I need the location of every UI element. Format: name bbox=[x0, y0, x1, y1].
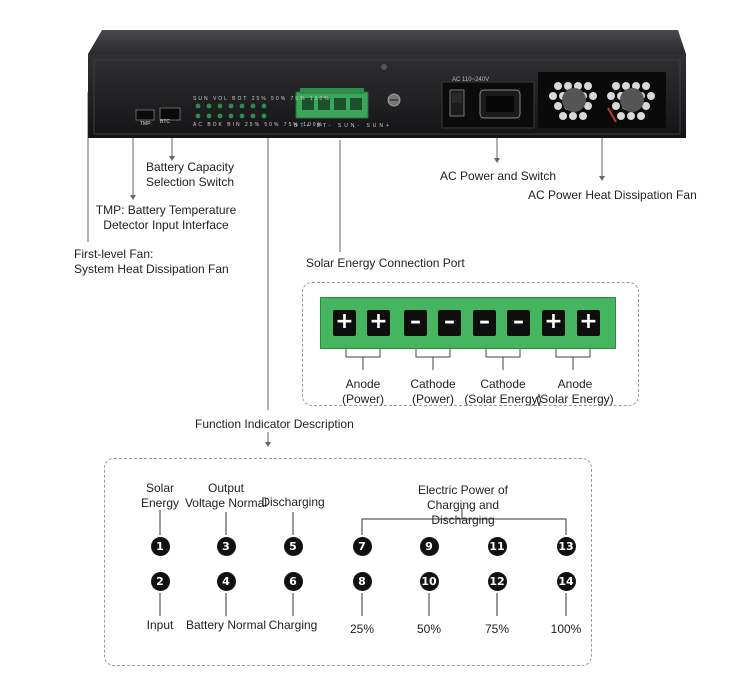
power-group-label: Electric Power of Charging and Dischargi… bbox=[417, 483, 509, 527]
led-grid bbox=[195, 103, 267, 119]
indicator-badge-3: 3 bbox=[216, 537, 236, 556]
indicator-bottom-label-7: 100% bbox=[550, 622, 582, 636]
btc-tag: BTC bbox=[160, 119, 170, 125]
terminal-5: – bbox=[473, 310, 496, 336]
solar-port-box bbox=[302, 282, 639, 406]
indicator-bottom-label-4: 25% bbox=[349, 622, 375, 636]
indicator-bottom-label-2: Battery Normal bbox=[185, 618, 267, 632]
solar-port-title: Solar Energy Connection Port bbox=[306, 256, 465, 270]
indicator-badge-13: 13 bbox=[556, 537, 576, 556]
group-label-cathode-power: Cathode (Power) bbox=[410, 377, 456, 406]
indicator-badge-6: 6 bbox=[283, 572, 303, 591]
indicator-badge-12: 12 bbox=[487, 572, 507, 591]
indicator-bottom-label-5: 50% bbox=[416, 622, 442, 636]
group-label-cathode-solar: Cathode (Solar Energy) bbox=[464, 377, 542, 406]
indicator-badge-5: 5 bbox=[283, 537, 303, 556]
terminal-4: – bbox=[438, 310, 461, 336]
indicator-badge-7: 7 bbox=[352, 537, 372, 556]
indicator-badge-10: 10 bbox=[419, 572, 439, 591]
terminal-tags: BT+ BT- SUN- SUN+ bbox=[294, 123, 392, 129]
indicator-bottom-label-3: Charging bbox=[268, 618, 318, 632]
terminal-3: – bbox=[404, 310, 427, 336]
terminal-7: + bbox=[542, 310, 565, 336]
indicator-badge-14: 14 bbox=[556, 572, 576, 591]
tmp-tag: TMP bbox=[140, 121, 151, 127]
indicator-badge-1: 1 bbox=[150, 537, 170, 556]
indicator-badge-8: 8 bbox=[352, 572, 372, 591]
function-indicator-box bbox=[104, 458, 592, 666]
indicator-top-label-2: Output Voltage Normal bbox=[184, 481, 268, 510]
ac-power-switch-label: AC Power and Switch bbox=[440, 169, 557, 183]
first-level-fan-label: First-level Fan: System Heat Dissipation… bbox=[74, 247, 229, 276]
indicator-bottom-label-1: Input bbox=[146, 618, 174, 632]
led-row-bottom-labels: AC BOK BIN 25% 50% 75% 100% bbox=[193, 122, 324, 128]
ac-rating: AC 110~240V bbox=[452, 77, 490, 83]
fan-grille bbox=[538, 72, 666, 128]
battery-capacity-label: Battery Capacity Selection Switch bbox=[145, 160, 235, 189]
terminal-1: + bbox=[333, 310, 356, 336]
indicator-top-label-3: Discharging bbox=[261, 495, 325, 509]
ac-heat-fan-label: AC Power Heat Dissipation Fan bbox=[528, 188, 697, 202]
function-title: Function Indicator Description bbox=[195, 417, 354, 431]
indicator-badge-4: 4 bbox=[216, 572, 236, 591]
group-label-anode-solar: Anode (Solar Energy) bbox=[536, 377, 614, 406]
terminal-2: + bbox=[367, 310, 390, 336]
tmp-interface-label: TMP: Battery Temperature Detector Input … bbox=[95, 203, 237, 232]
terminal-8: + bbox=[577, 310, 600, 336]
terminal-6: – bbox=[507, 310, 530, 336]
indicator-bottom-label-6: 75% bbox=[484, 622, 510, 636]
indicator-badge-11: 11 bbox=[487, 537, 507, 556]
indicator-top-label-1: Solar Energy bbox=[140, 481, 180, 510]
indicator-badge-2: 2 bbox=[150, 572, 170, 591]
led-row-top-labels: SUN VOL BOT 25% 50% 75% 100% bbox=[193, 96, 331, 102]
indicator-badge-9: 9 bbox=[419, 537, 439, 556]
group-label-anode-power: Anode (Power) bbox=[341, 377, 384, 406]
device-rear-panel bbox=[88, 30, 686, 138]
